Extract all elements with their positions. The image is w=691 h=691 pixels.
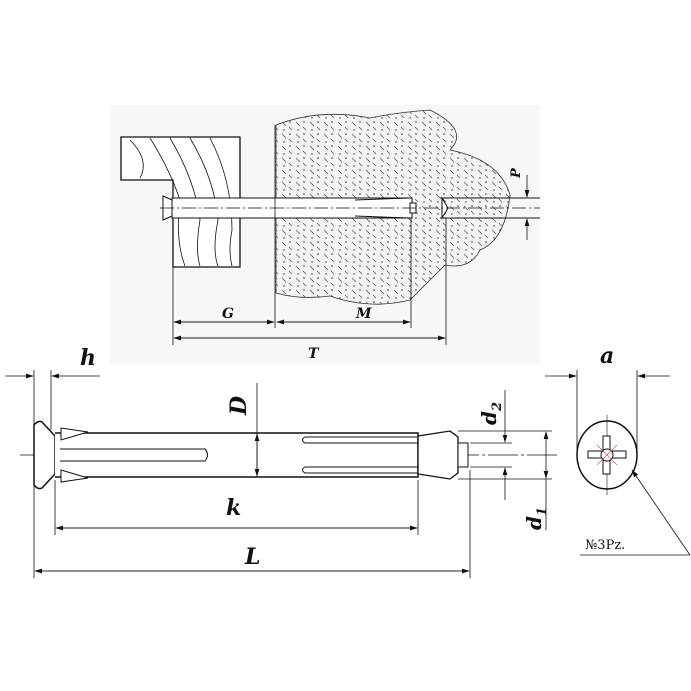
svg-text:d1: d1 bbox=[522, 507, 550, 530]
sleeve-slots-right bbox=[302, 436, 418, 474]
installed-anchor bbox=[160, 195, 540, 221]
anchor-head bbox=[33, 420, 56, 490]
label-d2: d2 bbox=[477, 402, 505, 425]
drive-type-label: №3Pz. bbox=[585, 538, 625, 553]
anchor-front-view: a №3Pz. bbox=[545, 343, 691, 556]
pozidriv-icon bbox=[587, 435, 627, 475]
label-d2-base: d bbox=[477, 411, 501, 425]
expansion-cone bbox=[417, 430, 459, 480]
label-M: M bbox=[355, 306, 372, 322]
wood-grain bbox=[129, 137, 233, 267]
label-k: k bbox=[226, 495, 241, 521]
label-d1-sub: 1 bbox=[535, 507, 550, 516]
svg-text:d2: d2 bbox=[477, 402, 505, 425]
installation-dimensions bbox=[172, 125, 530, 345]
sleeve-slot-left bbox=[60, 448, 208, 462]
label-a: a bbox=[600, 343, 614, 369]
label-G: G bbox=[222, 306, 234, 322]
label-T: T bbox=[308, 346, 320, 362]
anchor-side-view: h D k L d2 d1 bbox=[5, 345, 560, 578]
label-d1: d1 bbox=[522, 507, 550, 530]
screw-end bbox=[457, 442, 469, 468]
side-dimensions bbox=[5, 370, 552, 578]
label-P: P bbox=[509, 167, 524, 179]
label-D: D bbox=[226, 396, 252, 416]
label-d2-sub: 2 bbox=[490, 402, 505, 412]
head-teeth bbox=[60, 427, 89, 483]
installation-view: G M T P bbox=[110, 105, 540, 365]
label-L: L bbox=[244, 544, 260, 570]
label-h: h bbox=[80, 345, 96, 371]
front-dimensions bbox=[545, 370, 691, 556]
label-d1-base: d bbox=[522, 516, 546, 530]
